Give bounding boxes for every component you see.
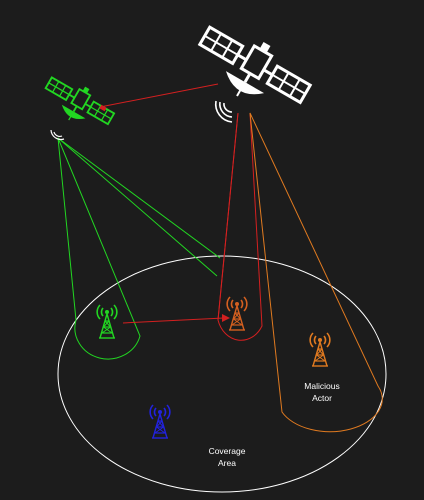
cell-tower-icon <box>226 296 248 331</box>
cell-tower-icon <box>96 304 118 339</box>
green-beam <box>57 137 221 360</box>
satellite-icon <box>198 25 312 104</box>
satellite-icon <box>44 76 116 126</box>
signal-icon <box>50 129 65 141</box>
cell-tower-icon <box>309 332 331 367</box>
cell-tower-icon <box>149 404 171 439</box>
satellite-link-red <box>99 83 219 108</box>
coverage-label-line1: Coverage <box>209 446 246 456</box>
actor-label-line2: Actor <box>312 393 332 403</box>
actor-label-line1: Malicious <box>304 381 339 391</box>
orange-beam <box>249 112 383 433</box>
coverage-label-line2: Area <box>218 458 236 468</box>
red-beam <box>217 112 263 341</box>
coverage-area-ellipse <box>57 255 387 493</box>
signal-icon <box>214 100 233 123</box>
red-arrow <box>122 314 230 324</box>
